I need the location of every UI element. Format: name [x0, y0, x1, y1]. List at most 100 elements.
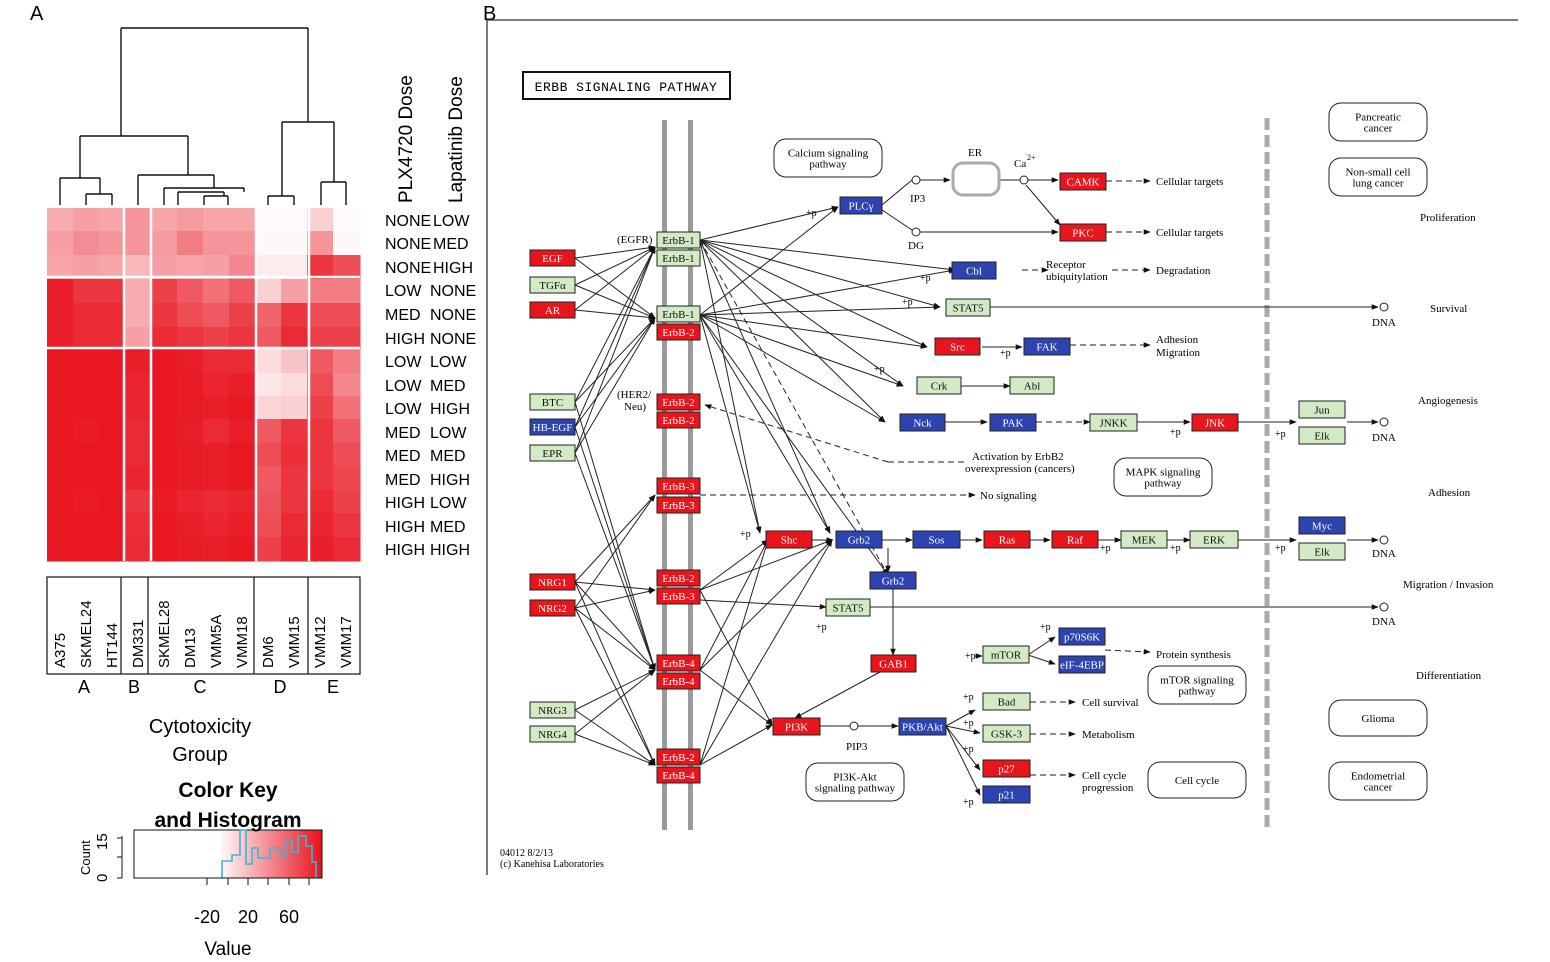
- heatmap-cell: [151, 537, 178, 562]
- heatmap-cell: [333, 490, 361, 514]
- svg-text:Cbl: Cbl: [966, 266, 982, 278]
- heatmap-cell: [203, 396, 230, 420]
- node-erk: ERK: [1189, 530, 1239, 549]
- dose-lapatinib-label: HIGH: [430, 401, 470, 418]
- pathway-text: DNA: [1372, 548, 1396, 560]
- node-grb2: Grb2: [835, 530, 883, 549]
- pathway-text: +p: [874, 364, 885, 375]
- cytotoxicity-label: Cytotoxicity: [149, 716, 251, 738]
- heatmap-cell: [73, 396, 100, 420]
- svg-text:ErbB-2: ErbB-2: [662, 752, 694, 764]
- pathway-text: Migration / Invasion: [1403, 579, 1494, 591]
- svg-text:PKC: PKC: [1072, 228, 1093, 240]
- svg-text:GAB1: GAB1: [879, 659, 908, 671]
- dose-plx-label: HIGH: [385, 519, 425, 536]
- heatmap-cell: [307, 513, 334, 538]
- footer-credit: (c) Kanehisa Laboratories: [500, 859, 604, 870]
- heatmap-cell: [333, 208, 361, 232]
- receptor-erbb-1: ErbB-1: [656, 305, 701, 323]
- heatmap-cell: [99, 349, 126, 374]
- receptor-erbb-2: ErbB-2: [656, 323, 701, 341]
- svg-text:p21: p21: [998, 790, 1015, 802]
- svg-text:FAK: FAK: [1036, 342, 1057, 354]
- heatmap-cell: [229, 443, 256, 467]
- heatmap-cell: [333, 255, 361, 280]
- heatmap-cell: [255, 349, 282, 374]
- heatmap-cell: [281, 419, 308, 444]
- pathway-text: Degradation: [1156, 265, 1211, 277]
- heatmap-cell: [255, 327, 282, 350]
- receptor-erbb-2: ErbB-2: [656, 748, 701, 766]
- svg-text:pathway: pathway: [809, 159, 847, 171]
- heatmap-cell: [177, 279, 204, 304]
- node-src: Src: [934, 337, 981, 356]
- dose-lapatinib-label: MED: [433, 236, 469, 253]
- dose-lapatinib-label: HIGH: [430, 542, 470, 559]
- dose-plx-label: LOW: [385, 401, 422, 418]
- heatmap-cell: [229, 303, 256, 328]
- dose-lapatinib-label: MED: [430, 378, 466, 395]
- dose-plx-label: HIGH: [385, 495, 425, 512]
- heatmap-cell: [125, 443, 152, 467]
- dose-plx-label: LOW: [385, 378, 422, 395]
- heatmap-cell: [47, 419, 74, 444]
- pathway-text: Proliferation: [1420, 212, 1476, 224]
- heatmap-cell: [151, 279, 178, 304]
- heatmap-cell: [73, 255, 100, 280]
- heatmap-cell: [203, 255, 230, 280]
- svg-text:Sos: Sos: [929, 535, 945, 547]
- node-gab1: GAB1: [870, 654, 917, 673]
- svg-text:signaling pathway: signaling pathway: [815, 783, 896, 795]
- heatmap-cell: [125, 373, 152, 397]
- heatmap-cell: [281, 279, 308, 304]
- heatmap-cell: [255, 419, 282, 444]
- svg-text:MEK: MEK: [1132, 535, 1157, 547]
- node-camk: CAMK: [1059, 172, 1107, 191]
- svg-text:EGF: EGF: [542, 253, 563, 265]
- heatmap-cell: [151, 419, 178, 444]
- heatmap-cell: [307, 349, 334, 374]
- map-glioma: Glioma: [1328, 699, 1428, 737]
- svg-text:ErbB-1: ErbB-1: [662, 253, 694, 265]
- cell-line-label: VMM5A: [208, 615, 225, 668]
- heatmap-cell: [125, 327, 152, 350]
- cell-line-label: VMM17: [338, 616, 355, 668]
- node-p70s6k: p70S6K: [1058, 627, 1106, 646]
- node-elk: Elk: [1298, 426, 1346, 445]
- heatmap-cell: [333, 303, 361, 328]
- heatmap-cell: [281, 208, 308, 232]
- heatmap-cell: [177, 443, 204, 467]
- heatmap-cell: [281, 466, 308, 491]
- heatmap-cell: [229, 466, 256, 491]
- node-shc: Shc: [765, 530, 813, 549]
- heatmap-cell: [307, 373, 334, 397]
- svg-text:ErbB-2: ErbB-2: [662, 327, 694, 339]
- receptor-erbb-2: ErbB-2: [656, 393, 701, 411]
- svg-text:cancer: cancer: [1364, 123, 1393, 135]
- svg-text:Shc: Shc: [781, 535, 798, 547]
- heatmap-cell: [47, 349, 74, 374]
- receptor-erbb-1: ErbB-1: [656, 249, 701, 267]
- heatmap-cell: [151, 255, 178, 280]
- pathway-text: Cellular targets: [1156, 227, 1223, 239]
- heatmap-cell: [73, 349, 100, 374]
- heatmap-cell: [255, 303, 282, 328]
- heatmap-cell: [73, 490, 100, 514]
- heatmap-cell: [151, 349, 178, 374]
- heatmap-cell: [307, 303, 334, 328]
- pathway-text: +p: [1170, 427, 1181, 438]
- svg-text:lung cancer: lung cancer: [1353, 178, 1404, 190]
- plx4720-dose-header: PLX4720 Dose: [396, 75, 417, 203]
- heatmap-cell: [307, 255, 334, 280]
- svg-text:pathway: pathway: [1144, 478, 1182, 490]
- svg-text:GSK-3: GSK-3: [991, 729, 1023, 741]
- receptor-erbb-4: ErbB-4: [656, 766, 701, 784]
- pathway-edges: [574, 175, 1389, 796]
- svg-text:mTOR signaling: mTOR signaling: [1160, 675, 1234, 687]
- pathway-text: progression: [1082, 782, 1134, 794]
- heatmap-cell: [73, 208, 100, 232]
- pathway-text: +p: [1275, 429, 1286, 440]
